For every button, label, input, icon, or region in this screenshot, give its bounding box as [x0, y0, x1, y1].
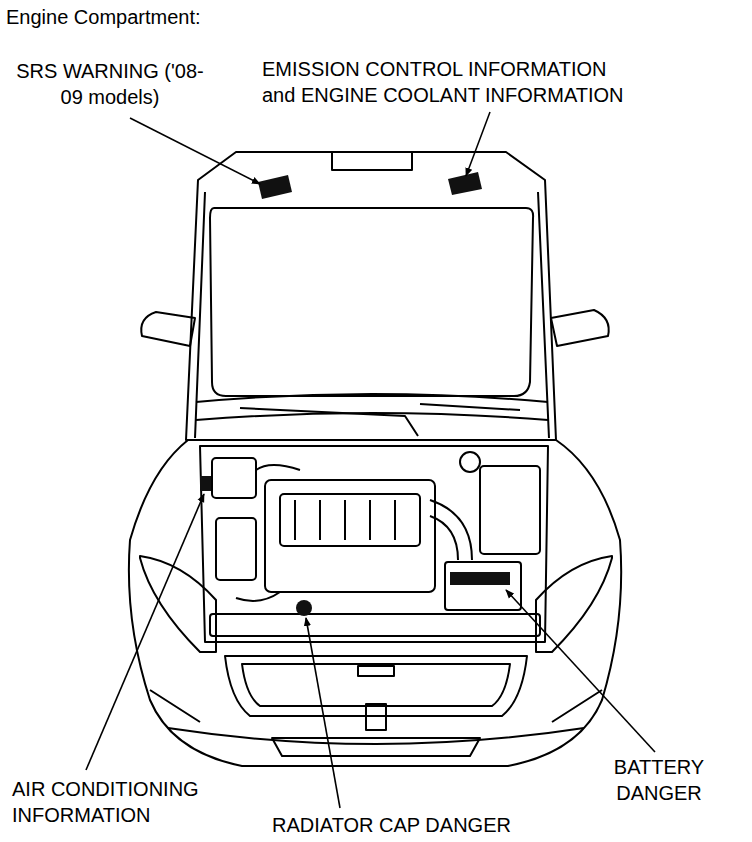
illustration-part	[551, 310, 609, 346]
illustration-part	[420, 404, 520, 410]
illustration-part	[196, 394, 548, 402]
illustration-part	[200, 446, 548, 642]
illustration-part	[265, 480, 435, 592]
illustration-part	[445, 562, 521, 610]
illustration-part	[296, 600, 312, 616]
car-outline	[129, 152, 621, 766]
illustration-part	[210, 208, 533, 396]
illustration-part	[140, 556, 216, 652]
illustration-part	[295, 500, 395, 540]
illustration-part	[430, 500, 472, 560]
callout-label: EMISSION CONTROL INFORMATION and ENGINE …	[262, 56, 638, 108]
illustration-part	[130, 118, 260, 184]
illustration-part	[236, 465, 300, 601]
illustration-part	[366, 704, 386, 730]
illustration-part	[480, 466, 540, 554]
illustration-part	[332, 152, 412, 170]
illustration-part	[242, 664, 510, 706]
illustration-part	[150, 690, 602, 722]
warning-stickers	[200, 172, 510, 616]
illustration-part	[186, 152, 556, 440]
illustration-part	[258, 175, 292, 199]
diagram-title: Engine Compartment:	[6, 4, 201, 30]
illustration-part	[536, 556, 612, 652]
illustration-part	[272, 738, 480, 756]
callout-label: BATTERY DANGER	[596, 754, 722, 806]
illustration-part	[506, 590, 655, 752]
illustration-part	[280, 494, 420, 546]
illustration-part	[225, 656, 527, 716]
illustration-part	[212, 458, 256, 498]
illustration-part	[216, 518, 256, 580]
callout-label: RADIATOR CAP DANGER	[272, 812, 511, 838]
callout-label: AIR CONDITIONING INFORMATION	[12, 776, 254, 828]
illustration-part	[86, 494, 204, 770]
illustration-part	[195, 192, 549, 438]
illustration-part	[306, 618, 340, 808]
illustration-part	[141, 312, 195, 346]
illustration-part	[450, 572, 510, 585]
illustration-part	[210, 614, 540, 636]
illustration-part	[240, 408, 418, 436]
illustration-part	[466, 112, 490, 176]
illustration-part	[460, 452, 480, 472]
leader-lines	[86, 112, 655, 808]
illustration-part	[448, 172, 482, 195]
illustration-part	[358, 666, 394, 676]
illustration-part	[200, 476, 211, 491]
callout-label: SRS WARNING ('08-09 models)	[12, 58, 208, 110]
illustration-part	[129, 440, 621, 766]
